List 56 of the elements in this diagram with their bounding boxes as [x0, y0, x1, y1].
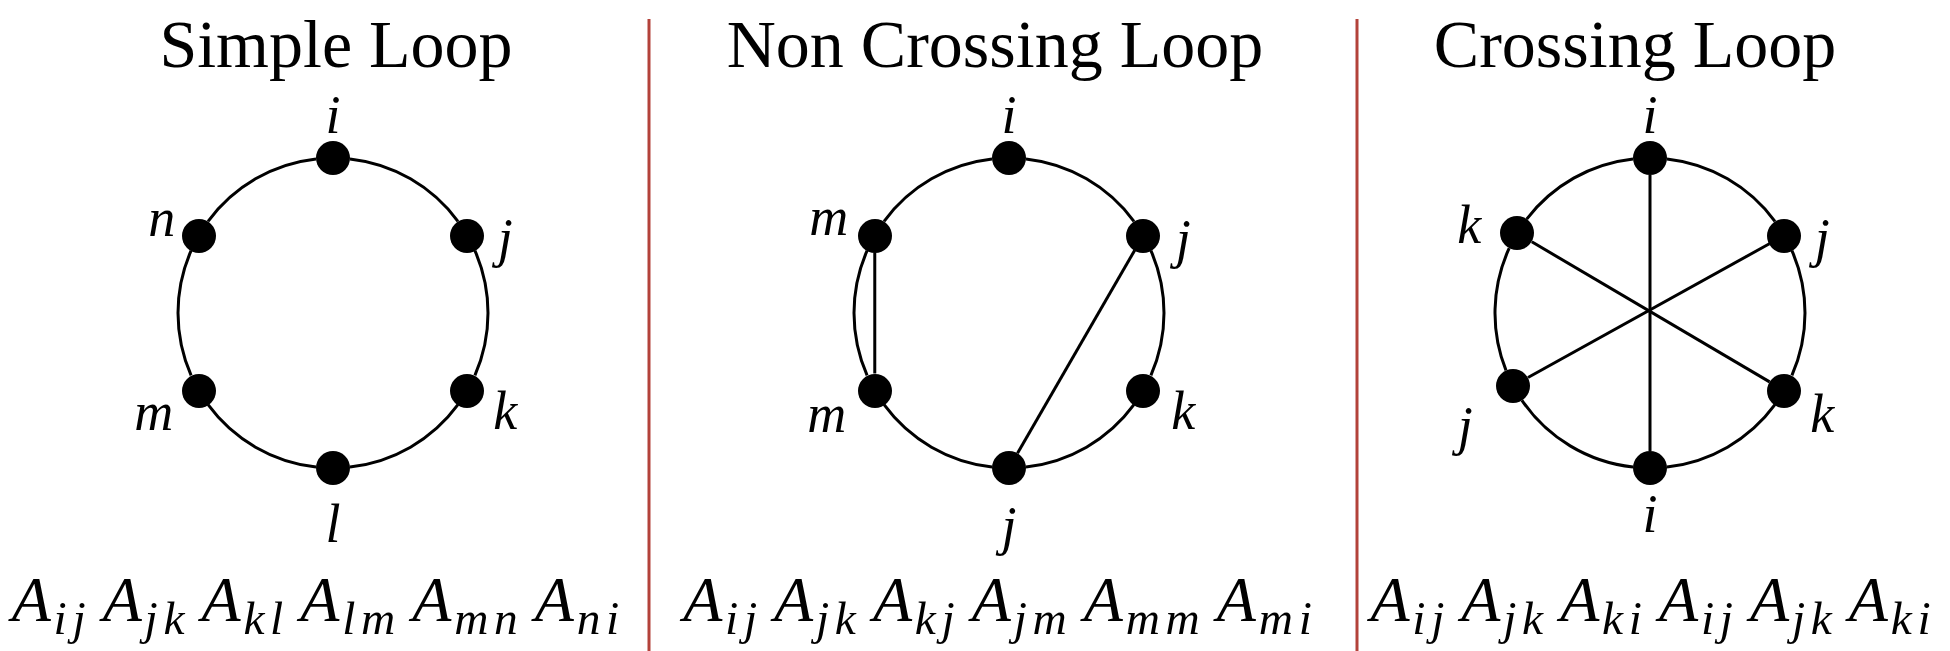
vertex-dot: [181, 218, 216, 253]
vertex-dot: [992, 451, 1026, 485]
chord-line: [1016, 249, 1137, 455]
formula: A$_{ij}$A$_{jk}$A$_{ki}$A$_{ij}$A$_{jk}$A$_{ki}$: [1365, 552, 1950, 648]
vertex-label: j: [1166, 203, 1201, 274]
vertex-dot: [450, 373, 485, 408]
vertex-dot: [1126, 218, 1161, 253]
loop-arc: [852, 250, 869, 376]
loop-arc: [349, 403, 460, 469]
loop-arc: [882, 157, 993, 223]
loop-arc: [349, 157, 460, 223]
vertex-label: m: [808, 185, 850, 249]
vertex-label: j: [1805, 202, 1840, 273]
vertex-dot: [1767, 373, 1802, 408]
vertex-dot: [1126, 373, 1161, 408]
loop-arc: [473, 250, 490, 376]
vertex-label: i: [1000, 83, 1018, 147]
chord-line: [873, 252, 877, 374]
loop-arc: [1493, 247, 1511, 371]
vertex-label: k: [1170, 379, 1197, 443]
loop-arc: [1525, 157, 1634, 221]
vertex-dot: [1633, 141, 1667, 175]
vertex-label: m: [806, 382, 848, 446]
vertex-label: i: [324, 83, 342, 147]
loop-arc: [1025, 157, 1136, 223]
loop-arc: [176, 250, 193, 376]
vertex-dot: [1500, 216, 1535, 251]
vertex-label: m: [133, 380, 175, 444]
vertex-label: i: [1641, 83, 1659, 147]
chord-line: [1648, 175, 1652, 451]
vertex-label: k: [492, 379, 519, 443]
loop-arc: [1666, 403, 1777, 469]
vertex-label: i: [1641, 482, 1659, 546]
vertex-dot: [1633, 451, 1667, 485]
vertex-dot: [1496, 368, 1531, 403]
vertex-dot: [992, 141, 1026, 175]
loop-arc: [1666, 157, 1777, 223]
loop-arc: [1790, 250, 1807, 376]
loop-arc: [882, 403, 993, 469]
loop-arc: [1520, 399, 1634, 469]
vertex-dot: [857, 373, 892, 408]
vertex-dot: [1767, 218, 1802, 253]
vertex-label: k: [1809, 382, 1836, 446]
loop-arc: [1025, 403, 1136, 469]
vertex-dot: [316, 451, 350, 485]
vertex-dot: [316, 141, 350, 175]
loop-arc: [1149, 250, 1166, 376]
vertex-label: n: [147, 186, 177, 250]
vertex-dot: [857, 218, 892, 253]
vertex-label: k: [1456, 194, 1483, 258]
vertex-dot: [450, 218, 485, 253]
loop-arc: [206, 403, 317, 469]
vertex-dot: [181, 373, 216, 408]
loop-arc: [206, 157, 317, 223]
vertex-label: j: [488, 202, 523, 273]
vertex-label: j: [1447, 390, 1483, 461]
